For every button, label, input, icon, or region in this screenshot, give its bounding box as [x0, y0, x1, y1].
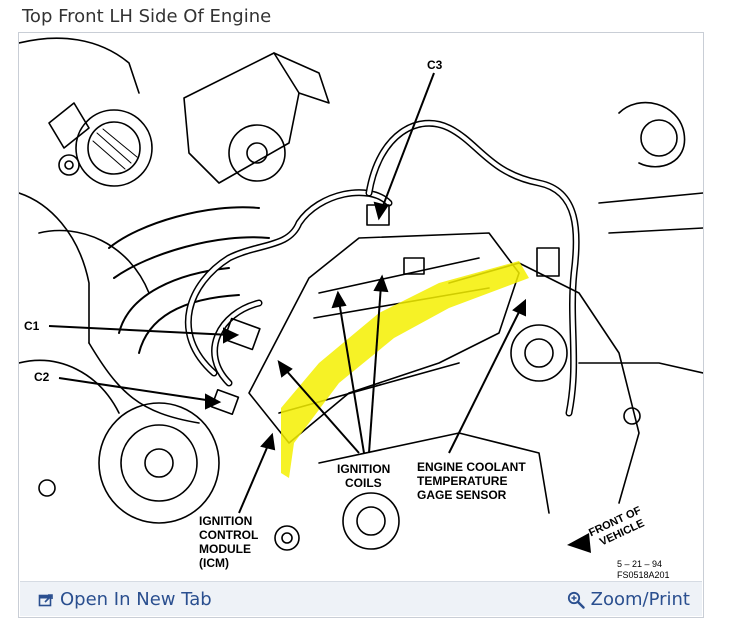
connector-c1 [223, 317, 261, 351]
label-c1: C1 [24, 319, 40, 333]
label-icm-1: IGNITION [199, 514, 252, 528]
open-in-new-tab-label: Open In New Tab [60, 589, 212, 610]
label-icm-4: (ICM) [199, 556, 229, 570]
engine-diagram: C3 C1 C2 IGNITION COILS ENGINE COOLANT T… [19, 37, 703, 580]
idler-pulley [228, 124, 286, 182]
connector-c2 [210, 388, 240, 416]
c2-leader [58, 377, 214, 402]
timing-cover [19, 192, 90, 344]
front-arrow [567, 533, 591, 553]
diagram-frame: C3 C1 C2 IGNITION COILS ENGINE COOLANT T… [18, 32, 704, 618]
label-icm-3: MODULE [199, 542, 251, 556]
c3-leader [380, 72, 435, 212]
diagram-footer: Open In New Tab Zoom/Print [20, 581, 702, 616]
coil-highlight [281, 261, 529, 478]
coils-leader-2 [338, 300, 365, 454]
coils-leader-3 [368, 284, 382, 454]
open-in-new-tab-button[interactable]: Open In New Tab [38, 589, 212, 610]
label-ecs-3: GAGE SENSOR [417, 488, 507, 502]
label-ecs-2: TEMPERATURE [417, 474, 507, 488]
page-title: Top Front LH Side Of Engine [22, 6, 272, 27]
label-icm-2: CONTROL [199, 528, 258, 542]
bracket-upper-left [48, 102, 90, 149]
label-ecs-1: ENGINE COOLANT [417, 460, 526, 474]
sensor-housing [510, 324, 568, 382]
idler-bracket [183, 52, 300, 184]
icm-leader [238, 442, 270, 514]
label-fig-id: FS0518A201 [617, 570, 670, 580]
right-cap [618, 101, 686, 168]
external-link-icon [38, 593, 53, 606]
connector-right [536, 247, 560, 277]
belt-outline [19, 37, 140, 94]
magnifier-icon [567, 591, 585, 609]
label-ignition-coils-2: COILS [345, 476, 382, 490]
coils-leader-1 [283, 367, 360, 454]
lower-pulley [98, 402, 220, 524]
label-c3: C3 [427, 58, 443, 72]
oil-cap-outer [75, 109, 153, 187]
zoom-print-button[interactable]: Zoom/Print [567, 589, 690, 610]
lower-bolt-boss [342, 492, 400, 550]
label-date: 5 – 21 – 94 [617, 559, 662, 569]
coil-pack-body [248, 232, 520, 444]
label-ignition-coils-1: IGNITION [337, 462, 390, 476]
label-c2: C2 [34, 370, 50, 384]
sensor-leader [448, 307, 522, 454]
c1-leader [48, 325, 232, 336]
oil-cap-inner [87, 121, 141, 175]
zoom-print-label: Zoom/Print [590, 589, 690, 610]
